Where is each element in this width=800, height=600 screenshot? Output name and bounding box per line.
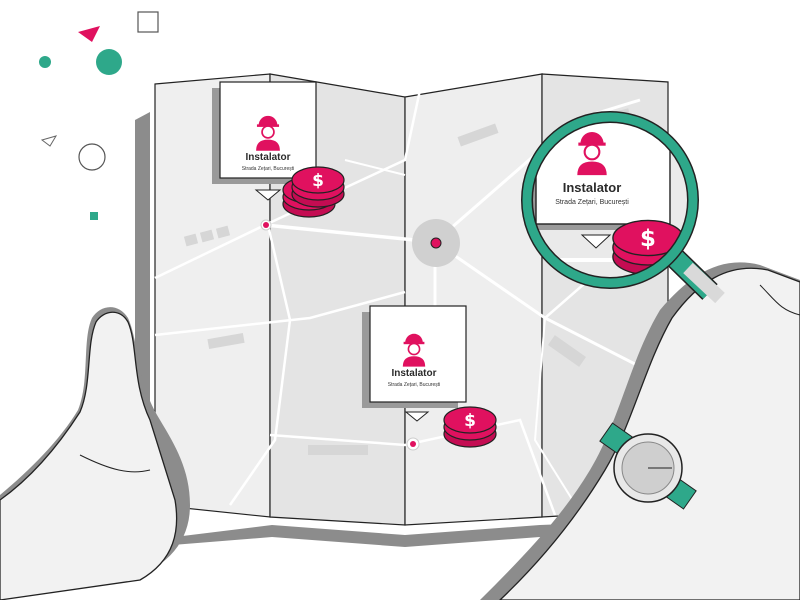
circle-outline-shape [78, 143, 106, 171]
magnifying-glass-icon[interactable]: Instalator Strada Zețari, București $ [520, 111, 725, 304]
wristwatch-icon [599, 422, 697, 510]
pin-address: Strada Zețari, București [388, 382, 441, 388]
pin-title: Instalator [563, 180, 622, 195]
svg-text:$: $ [640, 226, 656, 252]
square-outline-shape [137, 11, 159, 33]
circle-shape [96, 49, 122, 75]
worker-hardhat-icon [402, 333, 426, 367]
location-pin-card[interactable]: Instalator Strada Zețari, București [212, 81, 317, 201]
center-marker [430, 237, 442, 249]
left-hand [0, 307, 190, 600]
pin-title: Instalator [245, 152, 290, 163]
pin-title: Instalator [391, 368, 436, 379]
worker-hardhat-icon [256, 115, 280, 151]
dollar-coin-icon [443, 406, 497, 448]
small-triangle-shape [40, 135, 58, 147]
dollar-coin-icon [291, 166, 345, 208]
pin-address: Strada Zețari, București [242, 166, 295, 172]
dot-shape [39, 56, 51, 68]
small-square-shape [90, 212, 98, 220]
triangle-shape [78, 26, 100, 42]
pin-address: Strada Zețari, București [555, 199, 629, 206]
worker-hardhat-icon [577, 132, 607, 176]
location-pin-card[interactable]: Instalator Strada Zețari, București [362, 305, 467, 422]
